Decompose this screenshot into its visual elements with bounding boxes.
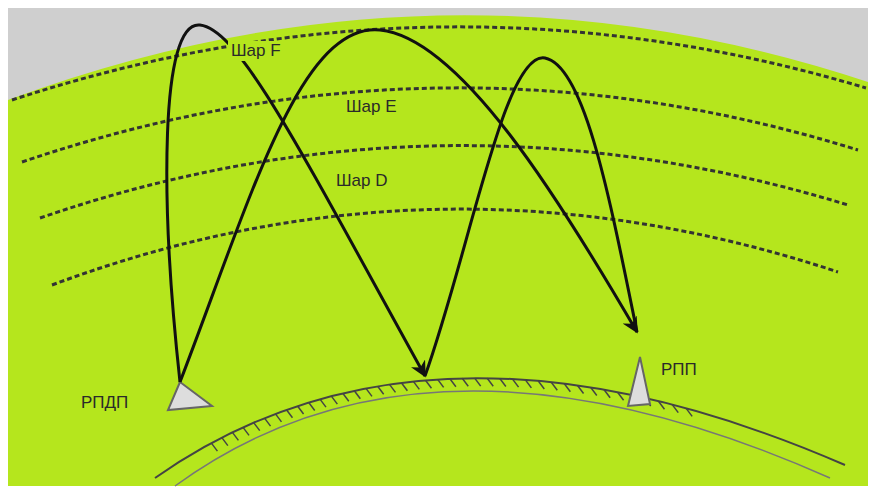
layer-label: Шар F xyxy=(228,41,284,61)
antennas xyxy=(168,357,650,410)
hatch-mark xyxy=(211,443,217,451)
hatch-mark xyxy=(401,383,407,391)
hatch-mark xyxy=(450,379,456,387)
hatch-mark xyxy=(275,414,281,422)
hatch-mark xyxy=(298,406,304,414)
radio-rays xyxy=(167,25,637,382)
hatch-mark xyxy=(513,379,519,387)
hatch-mark xyxy=(591,388,597,396)
hatch-mark xyxy=(254,423,260,431)
transmitter-label: РПДП xyxy=(78,393,131,413)
hatch-mark xyxy=(222,438,228,446)
hatch-mark xyxy=(320,399,326,407)
hatch-mark xyxy=(343,393,349,401)
hatch-mark xyxy=(551,382,557,390)
hatch-mark xyxy=(425,380,431,388)
space-region xyxy=(8,8,868,100)
hatch-mark xyxy=(354,391,360,399)
layer-label: Шар D xyxy=(333,171,391,191)
hatch-mark xyxy=(538,381,544,389)
hatch-mark xyxy=(462,378,468,386)
hatch-mark xyxy=(618,392,624,400)
hatch-mark xyxy=(378,386,384,394)
hatch-mark xyxy=(686,408,692,416)
hatch-mark xyxy=(658,401,664,409)
hatch-mark xyxy=(389,384,395,392)
receiver-label: РПП xyxy=(658,360,700,380)
hatch-mark xyxy=(331,396,337,404)
hatch-mark xyxy=(366,388,372,396)
hatch-mark xyxy=(525,380,531,388)
hatch-mark xyxy=(232,432,238,440)
hatch-mark xyxy=(413,381,419,389)
hatch-mark xyxy=(672,405,678,413)
hatch-mark xyxy=(309,402,315,410)
hatch-mark xyxy=(487,378,493,386)
hatch-mark xyxy=(243,427,249,435)
earth xyxy=(155,378,845,486)
hatch-mark xyxy=(286,410,292,418)
hatch-mark xyxy=(265,418,271,426)
hatch-mark xyxy=(604,390,610,398)
hatch-mark xyxy=(564,384,570,392)
hatch-mark xyxy=(578,386,584,394)
hatch-mark xyxy=(438,379,444,387)
layer-lines xyxy=(12,27,866,285)
hatch-mark xyxy=(475,378,481,386)
layer-label: Шар E xyxy=(343,97,400,117)
hatch-mark xyxy=(500,379,506,387)
sky-ground xyxy=(8,8,868,486)
